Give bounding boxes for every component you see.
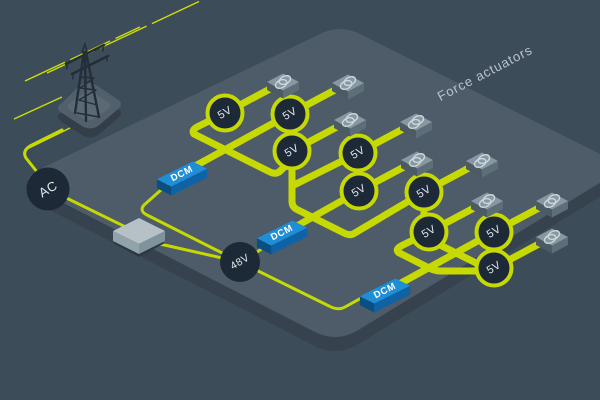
output-node-5: 5V (339, 171, 379, 211)
cube-right-face (416, 122, 432, 139)
actuator-cube (332, 74, 364, 100)
actuator-cube (536, 228, 568, 254)
coil-icon (341, 112, 359, 128)
dcm-end-face (156, 179, 172, 196)
cube-left-face (466, 161, 482, 178)
output-node-circle (338, 133, 378, 173)
coil-icon (478, 193, 496, 209)
output-node-circle (404, 172, 444, 212)
output-node-7: 5V (409, 212, 449, 252)
cube-right-face (482, 161, 498, 178)
actuator-cube (536, 192, 568, 218)
output-node-6: 5V (404, 172, 444, 212)
wire-group3-zigzag (393, 228, 494, 275)
power-line (13, 96, 63, 120)
dcm-module-2: DCM (256, 220, 308, 255)
wire-grid-to-ac (23, 128, 64, 184)
cube-left-face (267, 82, 283, 99)
wire-trunk-1-2 (288, 151, 428, 239)
cube-left-face (334, 120, 350, 137)
wire-48v-to-dcm1 (140, 180, 242, 264)
coil-icon (274, 74, 292, 90)
actuator-cube (267, 73, 299, 99)
dcm-top-face (156, 161, 208, 187)
converter-left-face (113, 231, 139, 254)
cube-right-face (350, 120, 366, 137)
actuator-cubes (267, 73, 568, 254)
actuator-cube (401, 151, 433, 177)
output-node-4: 5V (338, 133, 378, 173)
dcm-end-face (359, 296, 375, 313)
dcm-top-face (359, 278, 411, 304)
bus-48v-node: 48V (220, 242, 260, 282)
actuator-cube (400, 113, 432, 139)
ac-node-circle (26, 167, 70, 211)
cube-left-face (400, 122, 416, 139)
coil-icon (407, 114, 425, 130)
coil-icon (473, 153, 491, 169)
cube-left-face (401, 160, 417, 177)
converter-box (113, 218, 165, 257)
wire-48v-to-dcm3 (238, 260, 376, 311)
cube-right-face (552, 201, 568, 218)
actuator-cube (334, 111, 366, 137)
output-node-3: 5V (272, 131, 312, 171)
dcm-front-face (374, 285, 411, 313)
coil-icon (543, 193, 561, 209)
dcm-front-face (271, 227, 308, 255)
output-node-circle (409, 212, 449, 252)
cube-right-face (348, 83, 364, 100)
coil-icon (408, 152, 426, 168)
bus-48v-circle (220, 242, 260, 282)
output-node-8: 5V (474, 212, 514, 252)
converter-right-face (139, 231, 165, 254)
output-node-circle (270, 94, 310, 134)
ac-node: AC (26, 167, 70, 211)
cube-left-face (536, 201, 552, 218)
cube-left-face (332, 83, 348, 100)
cube-right-face (283, 82, 299, 99)
cube-right-face (417, 160, 433, 177)
cube-right-face (487, 201, 503, 218)
dcm-module-3: DCM (359, 278, 411, 313)
output-node-circle (474, 248, 514, 288)
dcm-end-face (256, 238, 272, 255)
cube-left-face (471, 201, 487, 218)
output-node-1: 5V (205, 93, 245, 133)
transmission-tower-icon (64, 41, 110, 123)
converter-top-face (113, 218, 165, 244)
coil-icon (339, 75, 357, 91)
cube-right-face (552, 237, 568, 254)
main-platform-top (28, 29, 600, 337)
output-node-9: 5V (474, 248, 514, 288)
cube-left-face (536, 237, 552, 254)
dcm-front-face (171, 168, 208, 196)
actuator-cube (471, 192, 503, 218)
coil-icon (543, 229, 561, 245)
actuator-cube (466, 152, 498, 178)
output-node-circle (205, 93, 245, 133)
dcm-top-face (256, 220, 308, 246)
wire-group1-zigzag (189, 109, 296, 177)
output-node-circle (272, 131, 312, 171)
output-node-2: 5V (270, 94, 310, 134)
output-node-circle (339, 171, 379, 211)
